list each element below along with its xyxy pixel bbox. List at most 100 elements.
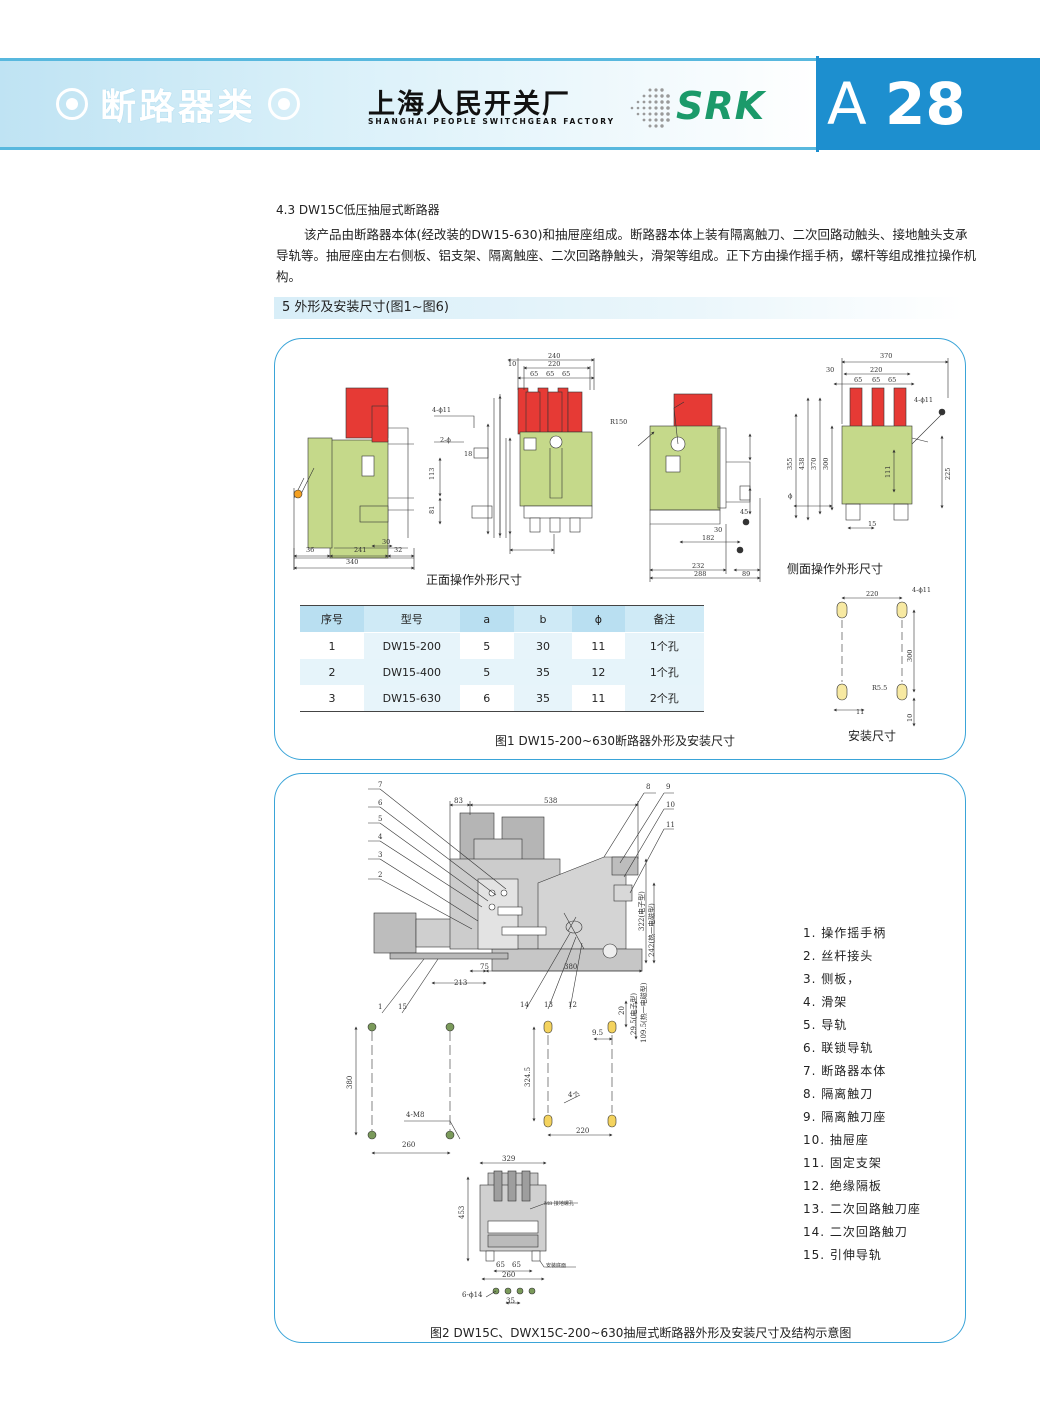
callout-7: 7 [378,781,382,789]
side-dim-225: 225 [944,468,952,480]
dim-89: 89 [742,570,750,578]
cell: 11 [591,639,606,653]
list-item: 7. 断路器本体 [803,1064,887,1078]
mount-dim-hole4: 4-ϕ11 [912,586,931,594]
callout-2: 2 [378,871,382,879]
dim-113: 113 [428,468,436,480]
dim-329: 329 [502,1155,515,1163]
callout-12: 12 [568,1001,577,1009]
callout-15: 15 [398,1003,407,1011]
mount-dim-r55: R5.5 [872,684,887,692]
list-item: 9. 隔离触刀座 [803,1110,887,1124]
cell: 2个孔 [624,685,704,712]
front-side-view [637,393,761,582]
list-item: 5. 导轨 [803,1018,848,1032]
dim-32: 32 [394,546,402,554]
dim-20: 20 [618,1006,626,1015]
side-dim-15: 15 [868,520,876,528]
list-item: 15. 引伸导轨 [803,1248,882,1262]
cell: 2 [300,659,364,685]
cell: 5 [459,659,514,685]
dim-hole4: 4-ϕ11 [432,406,451,414]
dim-340: 340 [346,558,358,566]
list-item: 12. 绝缘隔板 [803,1179,882,1193]
dim-380: 380 [564,963,577,971]
cell: 1个孔 [624,632,704,659]
page-tab: A 28 [819,58,1040,150]
front-left-view [293,387,415,570]
table-row: 2 DW15-400 5 35 12 1个孔 [300,659,704,685]
subheading: 5 外形及安装尺寸(图1~图6) [274,297,964,319]
dim-220: 220 [548,360,560,368]
dim-base: 安装底面 [546,1262,566,1269]
figure1-caption: 图1 DW15-200~630断路器外形及安装尺寸 [495,734,736,748]
callout-6: 6 [378,799,383,807]
cell: DW15-200 [363,632,460,659]
side-dim-220: 220 [870,366,882,374]
dim-r150: R150 [610,418,627,426]
dim-65b: 65 [546,370,554,378]
dim-260b: 260 [502,1271,515,1279]
dim-260: 260 [402,1141,415,1149]
dim-241: 241 [354,546,366,554]
section-letter: A [827,70,867,138]
side-dim-65b: 65 [872,376,880,384]
figure2-drawings: 7 6 5 4 3 2 8 9 10 11 1 15 14 13 12 83 5… [346,781,675,1305]
header-bottom-rule [0,147,820,150]
dim-10: 10 [508,360,516,368]
table-row: 1 DW15-200 5 30 11 1个孔 [300,632,704,659]
header-band [0,58,820,150]
cell: 12 [572,659,625,685]
dim-322: 322(电子型) [637,891,646,931]
drawer-assembly-view [373,812,643,972]
side-dim-65a: 65 [854,376,862,384]
dim-380v: 380 [346,1076,354,1089]
cell: 30 [513,632,573,659]
side-dim-hole4: 4-ϕ11 [914,396,933,404]
header-top-rule [0,58,820,61]
header-divider [816,56,819,152]
dim-6hole: 6-ϕ14 [462,1291,483,1299]
section-paragraph: 该产品由断路器本体(经改装的DW15-630)和抽屉座组成。断路器本体上装有隔离… [276,227,977,284]
mount-hole-layout-left [354,1022,461,1155]
dim-81: 81 [428,506,436,514]
side-operation-view [793,358,949,530]
cell: 5 [483,639,491,653]
dim-45: 45 [740,508,748,516]
category-label: 断路器类 [100,87,257,128]
mount-dim-300: 300 [906,650,914,662]
brand-logo: SRK [676,84,766,128]
th-index: 序号 [300,605,364,633]
cell: 1 [328,639,336,653]
mount-dim-11: 11 [856,708,864,716]
cell: DW15-630 [363,685,460,712]
dim-109: 109.5(热一电磁型) [639,982,648,1043]
dim-35: 35 [506,1297,515,1305]
callout-3: 3 [378,851,382,859]
dim-232: 232 [692,562,704,570]
list-item: 2. 丝杆接头 [803,949,874,963]
page-number: 28 [885,70,966,138]
dim-m8: 4-M8 [406,1111,424,1119]
category-title: 断路器类 [44,76,312,132]
list-item: 4. 滑架 [803,995,848,1009]
dim-4ge: 4个 [568,1091,579,1099]
dim-29: 29.5(电子型) [629,993,638,1035]
dim-2phi: 2-ϕ [440,436,451,444]
side-dim-65c: 65 [888,376,896,384]
callout-9: 9 [666,783,670,791]
list-item: 14. 二次回路触刀 [803,1225,908,1239]
dim-538: 538 [544,797,557,805]
dim-220: 220 [576,1127,589,1135]
company-name: 上海人民开关厂 [368,89,571,120]
drawer-front-view [466,1161,578,1305]
callout-11: 11 [666,821,675,829]
dim-36: 36 [306,546,314,554]
table-row: 3 DW15-630 6 35 11 2个孔 [300,685,704,712]
list-item: 11. 固定支架 [803,1156,882,1170]
callout-13: 13 [544,1001,553,1009]
dim-3245: 324.5 [524,1067,532,1087]
parts-legend: 1. 操作摇手柄 2. 丝杆接头 3. 侧板， 4. 滑架 5. 导轨 6. 联… [803,922,921,1267]
list-item: 10. 抽屉座 [803,1133,869,1147]
dot-pattern-icon [630,88,670,128]
